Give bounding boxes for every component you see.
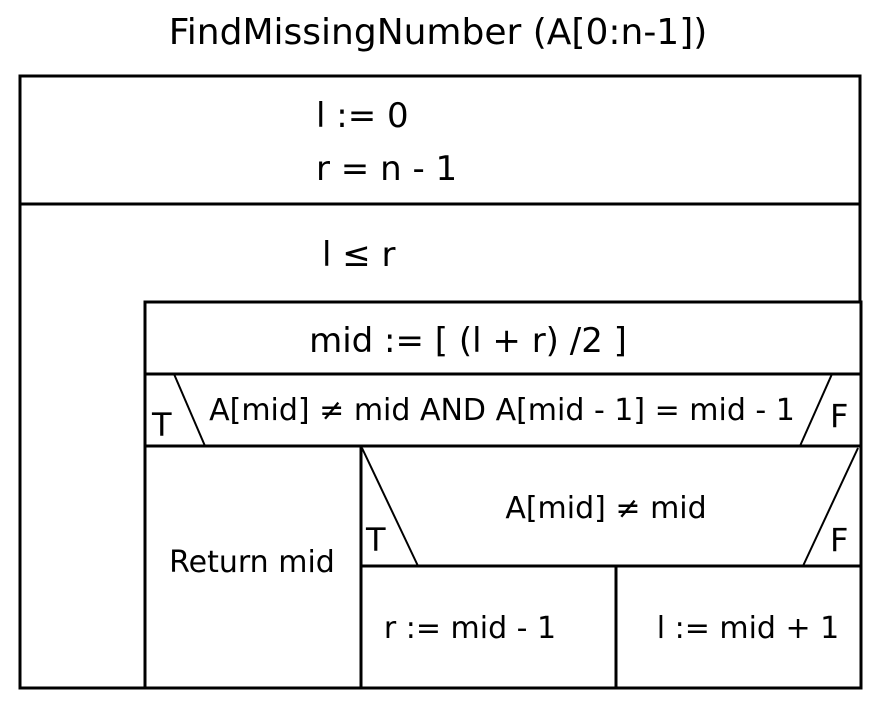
return-text: Return mid [169,545,335,580]
inner-if-condition: A[mid] ≠ mid [505,491,706,526]
outer-if-false-diagonal [799,373,833,447]
loop-frame [18,202,862,690]
inner-true-action-text: r := mid - 1 [384,611,556,646]
inner-if-true-diagonal [361,447,419,567]
outer-if-true-label: T [151,406,172,444]
inner-false-action-text: l := mid + 1 [657,611,840,646]
loop-condition: l ≤ r [322,235,396,275]
inner-if-false-label: F [830,521,848,559]
outer-if-false-label: F [830,397,848,435]
mid-step-text: mid := [ (l + r) /2 ] [309,321,627,361]
diagram-title: FindMissingNumber (A[0:n-1]) [169,12,708,53]
outer-if-true-diagonal [173,373,206,447]
init-line-2: r = n - 1 [316,149,457,189]
inner-if-true-label: T [365,521,386,559]
inner-if-false-diagonal [802,447,859,567]
outer-if-condition: A[mid] ≠ mid AND A[mid - 1] = mid - 1 [209,393,795,428]
init-line-1: l := 0 [316,96,409,136]
inner-false-action-block [614,564,863,690]
